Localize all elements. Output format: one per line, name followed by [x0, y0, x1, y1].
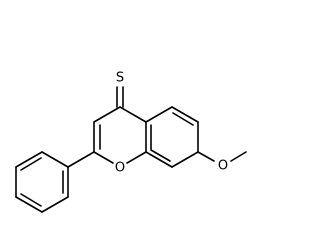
- bond: [15, 196, 43, 213]
- bond: [145, 106, 173, 123]
- double-bond-inner: [150, 149, 171, 162]
- pyranthione-ring: [93, 86, 147, 164]
- bond: [171, 151, 199, 168]
- double-bond-inner: [20, 157, 42, 171]
- bond: [145, 151, 173, 168]
- phenyl-ring: [15, 151, 69, 213]
- double-bond-inner: [20, 193, 42, 207]
- bond: [67, 151, 95, 168]
- chemical-structure: S O O: [15, 71, 247, 213]
- bond: [171, 106, 199, 123]
- bond: [41, 151, 69, 168]
- bond: [197, 151, 215, 162]
- ring-oxygen-atom-label: O: [115, 161, 125, 176]
- sulfur-atom-label: S: [116, 71, 124, 86]
- bond: [230, 151, 247, 162]
- bond: [41, 196, 69, 213]
- methoxy-group: [197, 151, 247, 162]
- bond: [126, 151, 147, 164]
- bond: [93, 151, 114, 164]
- bond: [119, 106, 147, 123]
- bond: [93, 106, 121, 123]
- benzo-ring: [145, 106, 199, 168]
- methoxy-oxygen-atom-label: O: [218, 159, 228, 174]
- double-bond-inner: [172, 112, 194, 126]
- bond: [15, 151, 43, 168]
